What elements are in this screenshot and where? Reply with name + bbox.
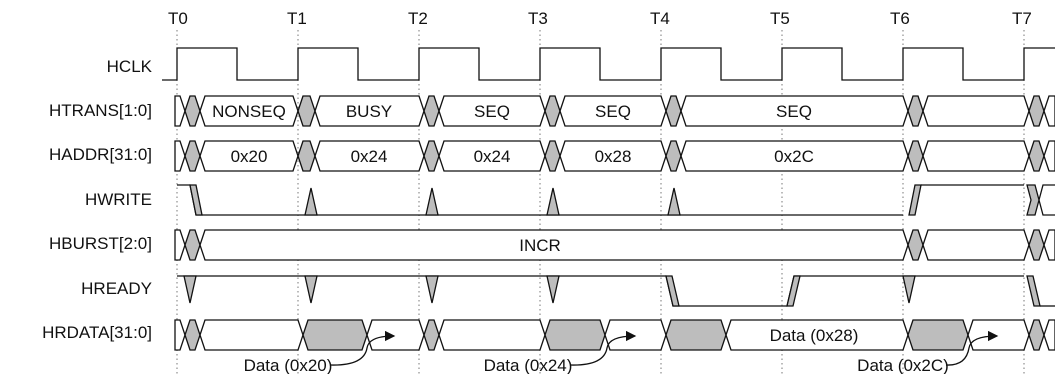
hready-waveform <box>177 275 1055 307</box>
hwrite-waveform <box>177 184 1055 216</box>
htrans-value-seq-3: SEQ <box>776 102 812 121</box>
htrans-value-seq-1: SEQ <box>474 102 510 121</box>
hclk-waveform <box>162 47 1055 81</box>
hrdata-callout-0x24: Data (0x24) <box>484 356 573 374</box>
hburst-value: INCR <box>519 236 561 255</box>
time-marker-t4: T4 <box>650 9 670 28</box>
signal-label-hready: HREADY <box>81 279 152 298</box>
hrdata-bus: Data (0x28) <box>174 319 1055 351</box>
time-marker-t2: T2 <box>408 9 428 28</box>
haddr-value-0x28: 0x28 <box>595 147 632 166</box>
hrdata-callout-arrow-2 <box>569 330 637 366</box>
hrdata-value-0x28: Data (0x28) <box>770 326 859 345</box>
time-marker-t1: T1 <box>287 9 307 28</box>
signal-label-hwrite: HWRITE <box>85 190 152 209</box>
haddr-value-0x2c: 0x2C <box>774 147 814 166</box>
time-marker-t0: T0 <box>168 9 188 28</box>
signal-label-htrans: HTRANS[1:0] <box>49 101 152 120</box>
time-marker-t7: T7 <box>1012 9 1032 28</box>
signal-label-hclk: HCLK <box>107 57 153 76</box>
haddr-value-0x20: 0x20 <box>231 147 268 166</box>
haddr-bus: 0x20 0x24 0x24 0x28 0x2C <box>174 140 1055 172</box>
htrans-value-busy: BUSY <box>346 102 392 121</box>
haddr-value-0x24-a: 0x24 <box>351 147 388 166</box>
hrdata-callout-arrow-3 <box>945 330 999 366</box>
time-marker-t3: T3 <box>528 9 548 28</box>
time-marker-t6: T6 <box>890 9 910 28</box>
signal-label-haddr: HADDR[31:0] <box>49 145 152 164</box>
signal-labels: HCLK HTRANS[1:0] HADDR[31:0] HWRITE HBUR… <box>42 57 153 342</box>
hrdata-callouts: Data (0x20) Data (0x24) Data (0x2C) <box>244 330 999 374</box>
haddr-value-0x24-b: 0x24 <box>474 147 511 166</box>
htrans-value-seq-2: SEQ <box>595 102 631 121</box>
htrans-value-nonseq: NONSEQ <box>212 102 286 121</box>
htrans-bus: NONSEQ BUSY SEQ SEQ SEQ <box>174 95 1055 127</box>
hburst-bus: INCR <box>174 229 1055 261</box>
hrdata-callout-0x20: Data (0x20) <box>244 356 333 374</box>
signal-label-hrdata: HRDATA[31:0] <box>42 323 152 342</box>
time-markers: T0 T1 T2 T3 T4 T5 T6 T7 <box>168 9 1032 28</box>
clock-edge-gridlines <box>176 30 1025 374</box>
hrdata-callout-arrow-1 <box>329 330 396 366</box>
hrdata-callout-0x2c: Data (0x2C) <box>857 356 949 374</box>
signal-label-hburst: HBURST[2:0] <box>49 234 152 253</box>
time-marker-t5: T5 <box>770 9 790 28</box>
